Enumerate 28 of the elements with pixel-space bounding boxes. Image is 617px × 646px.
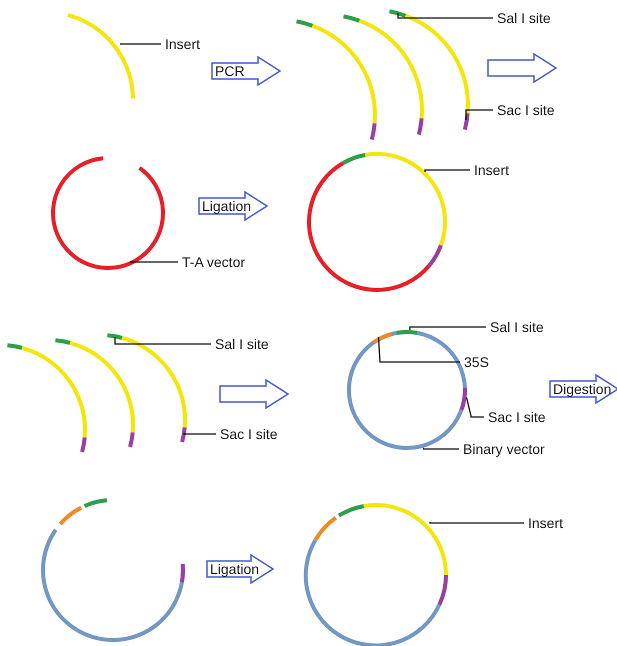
- step-label: Ligation: [202, 198, 252, 215]
- leader-line: [120, 43, 161, 45]
- leader-line: [183, 432, 216, 435]
- leader-line: [422, 448, 459, 450]
- part-label: Insert: [528, 515, 564, 532]
- leader-line: [409, 326, 486, 330]
- part-label: Insert: [474, 162, 510, 179]
- part-label: Sac I site: [497, 102, 555, 119]
- leader-line: [429, 522, 524, 524]
- leader-line: [424, 169, 470, 172]
- part-label: Insert: [165, 36, 200, 53]
- leader-line: [130, 261, 178, 263]
- step-label: PCR: [215, 63, 245, 80]
- part-label: Sal I site: [215, 336, 269, 353]
- leader-line: [465, 109, 493, 120]
- step-label: Digestion: [553, 381, 612, 398]
- part-label: Binary vector: [463, 441, 545, 458]
- part-label: Sal I site: [497, 10, 551, 27]
- step-label: Ligation: [210, 561, 260, 578]
- part-label: Sac I site: [220, 426, 278, 443]
- part-label: Sal I site: [490, 319, 544, 336]
- leader-line: [466, 397, 484, 418]
- leader-line: [378, 337, 460, 363]
- part-label: 35S: [464, 354, 489, 371]
- part-label: T-A vector: [182, 254, 246, 271]
- leader-line: [114, 337, 211, 345]
- part-label: Sac I site: [488, 409, 546, 426]
- leader-line: [397, 13, 493, 19]
